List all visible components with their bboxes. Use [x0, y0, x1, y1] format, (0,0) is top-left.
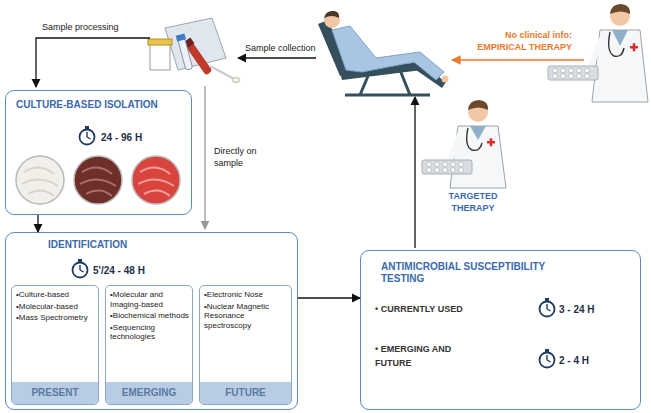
sample-cup [150, 44, 170, 70]
list-item: •Sequencing technologies [110, 323, 189, 342]
stage-box: CULTURE-BASED ISOLATION 24 - 96 H [5, 90, 192, 215]
therapy-arrow [414, 97, 415, 248]
list-item: •Biochemical methods [110, 311, 189, 321]
collection-arrow [238, 57, 316, 58]
doctor-shirt [470, 126, 486, 140]
sample-tube [176, 33, 194, 70]
doctor-hair [610, 4, 630, 14]
band-label: PRESENT [12, 382, 98, 404]
band-label: EMERGING [106, 382, 192, 404]
pill-pack [422, 160, 472, 174]
time-label: 2 - 4 H [559, 355, 589, 366]
swab [210, 66, 236, 80]
petri-dish [132, 156, 180, 204]
patient-hair [324, 11, 339, 18]
red-cross [633, 43, 636, 51]
doctor-coat [450, 126, 506, 188]
chair-base [345, 94, 430, 97]
box-heading: IDENTIFICATION [48, 239, 127, 251]
therapy-label: TARGETED THERAPY [432, 191, 514, 214]
process-arrow [36, 38, 150, 87]
doctor-arm [590, 38, 602, 68]
direct-arrow [204, 86, 205, 229]
stethoscope [467, 128, 482, 150]
stopwatch-icon [540, 349, 555, 368]
box-heading: CULTURE-BASED ISOLATION [16, 99, 158, 111]
method-box: •Electronic Nose •Nuclear Magnetic Resona… [199, 285, 292, 405]
stethoscope [609, 32, 624, 56]
patient-foot [442, 76, 449, 83]
petri-dish [74, 156, 122, 204]
stage-box: IDENTIFICATION 5'/24 - 48 H •Culture-based… [5, 232, 298, 410]
list-item: •Molecular and Imaging-based [110, 290, 189, 309]
list-item: •Culture-based [16, 290, 95, 300]
therapy-label: No clinical info: EMPIRICAL THERAPY [458, 30, 572, 53]
doctor-arm [450, 134, 460, 160]
time-label: 5'/24 - 48 H [93, 265, 145, 276]
tube-cap [176, 33, 186, 41]
colony-streak [80, 167, 116, 196]
sample-bag [165, 18, 226, 70]
doctor-shirt [612, 30, 628, 46]
box-heading: ANTIMICROBIAL SUSCEPTIBILITY TESTING [381, 261, 566, 285]
stage-box: ANTIMICROBIAL SUSCEPTIBILITY TESTING • CU… [360, 250, 641, 410]
arrow-label: Sample processing [42, 22, 119, 34]
list-item: •Mass Spectrometry [16, 313, 95, 323]
pill-pack [548, 66, 598, 80]
stopwatch-icon [540, 298, 555, 317]
flow-arrow [298, 297, 360, 298]
stopwatch-icon [73, 259, 88, 278]
doctor-hair [468, 100, 488, 110]
empirical-arrow [452, 59, 584, 61]
chair-leg [360, 76, 368, 95]
cup-lid [148, 39, 172, 45]
list-item: •Nuclear Magnetic Resonance spectroscopy [204, 302, 288, 331]
arrow-label: Sample collection [245, 43, 316, 55]
list-item: •Molecular-based [16, 302, 95, 312]
option-label: • EMERGING AND FUTURE [375, 343, 475, 370]
method-box: •Culture-based •Molecular-based•Mass Spec… [11, 285, 99, 405]
band-label: FUTURE [200, 382, 291, 404]
time-label: 3 - 24 H [559, 304, 595, 315]
flow-arrow [37, 215, 38, 232]
stopwatch-icon [80, 126, 95, 145]
colony-streak [138, 167, 174, 196]
tube-body [178, 38, 193, 71]
swab-tip [232, 78, 240, 83]
red-cross [490, 138, 493, 146]
petri-dish [16, 156, 64, 204]
colony-streak [22, 167, 58, 196]
option-label: • CURRENTLY USED [375, 303, 463, 317]
patient-gown [332, 26, 444, 80]
chair-leg [400, 70, 410, 95]
method-box: •Molecular and Imaging-based •Biochemical… [105, 285, 193, 405]
list-item: •Electronic Nose [204, 290, 288, 300]
time-label: 24 - 96 H [101, 132, 142, 143]
arrow-label: Directly on sample [214, 146, 274, 169]
